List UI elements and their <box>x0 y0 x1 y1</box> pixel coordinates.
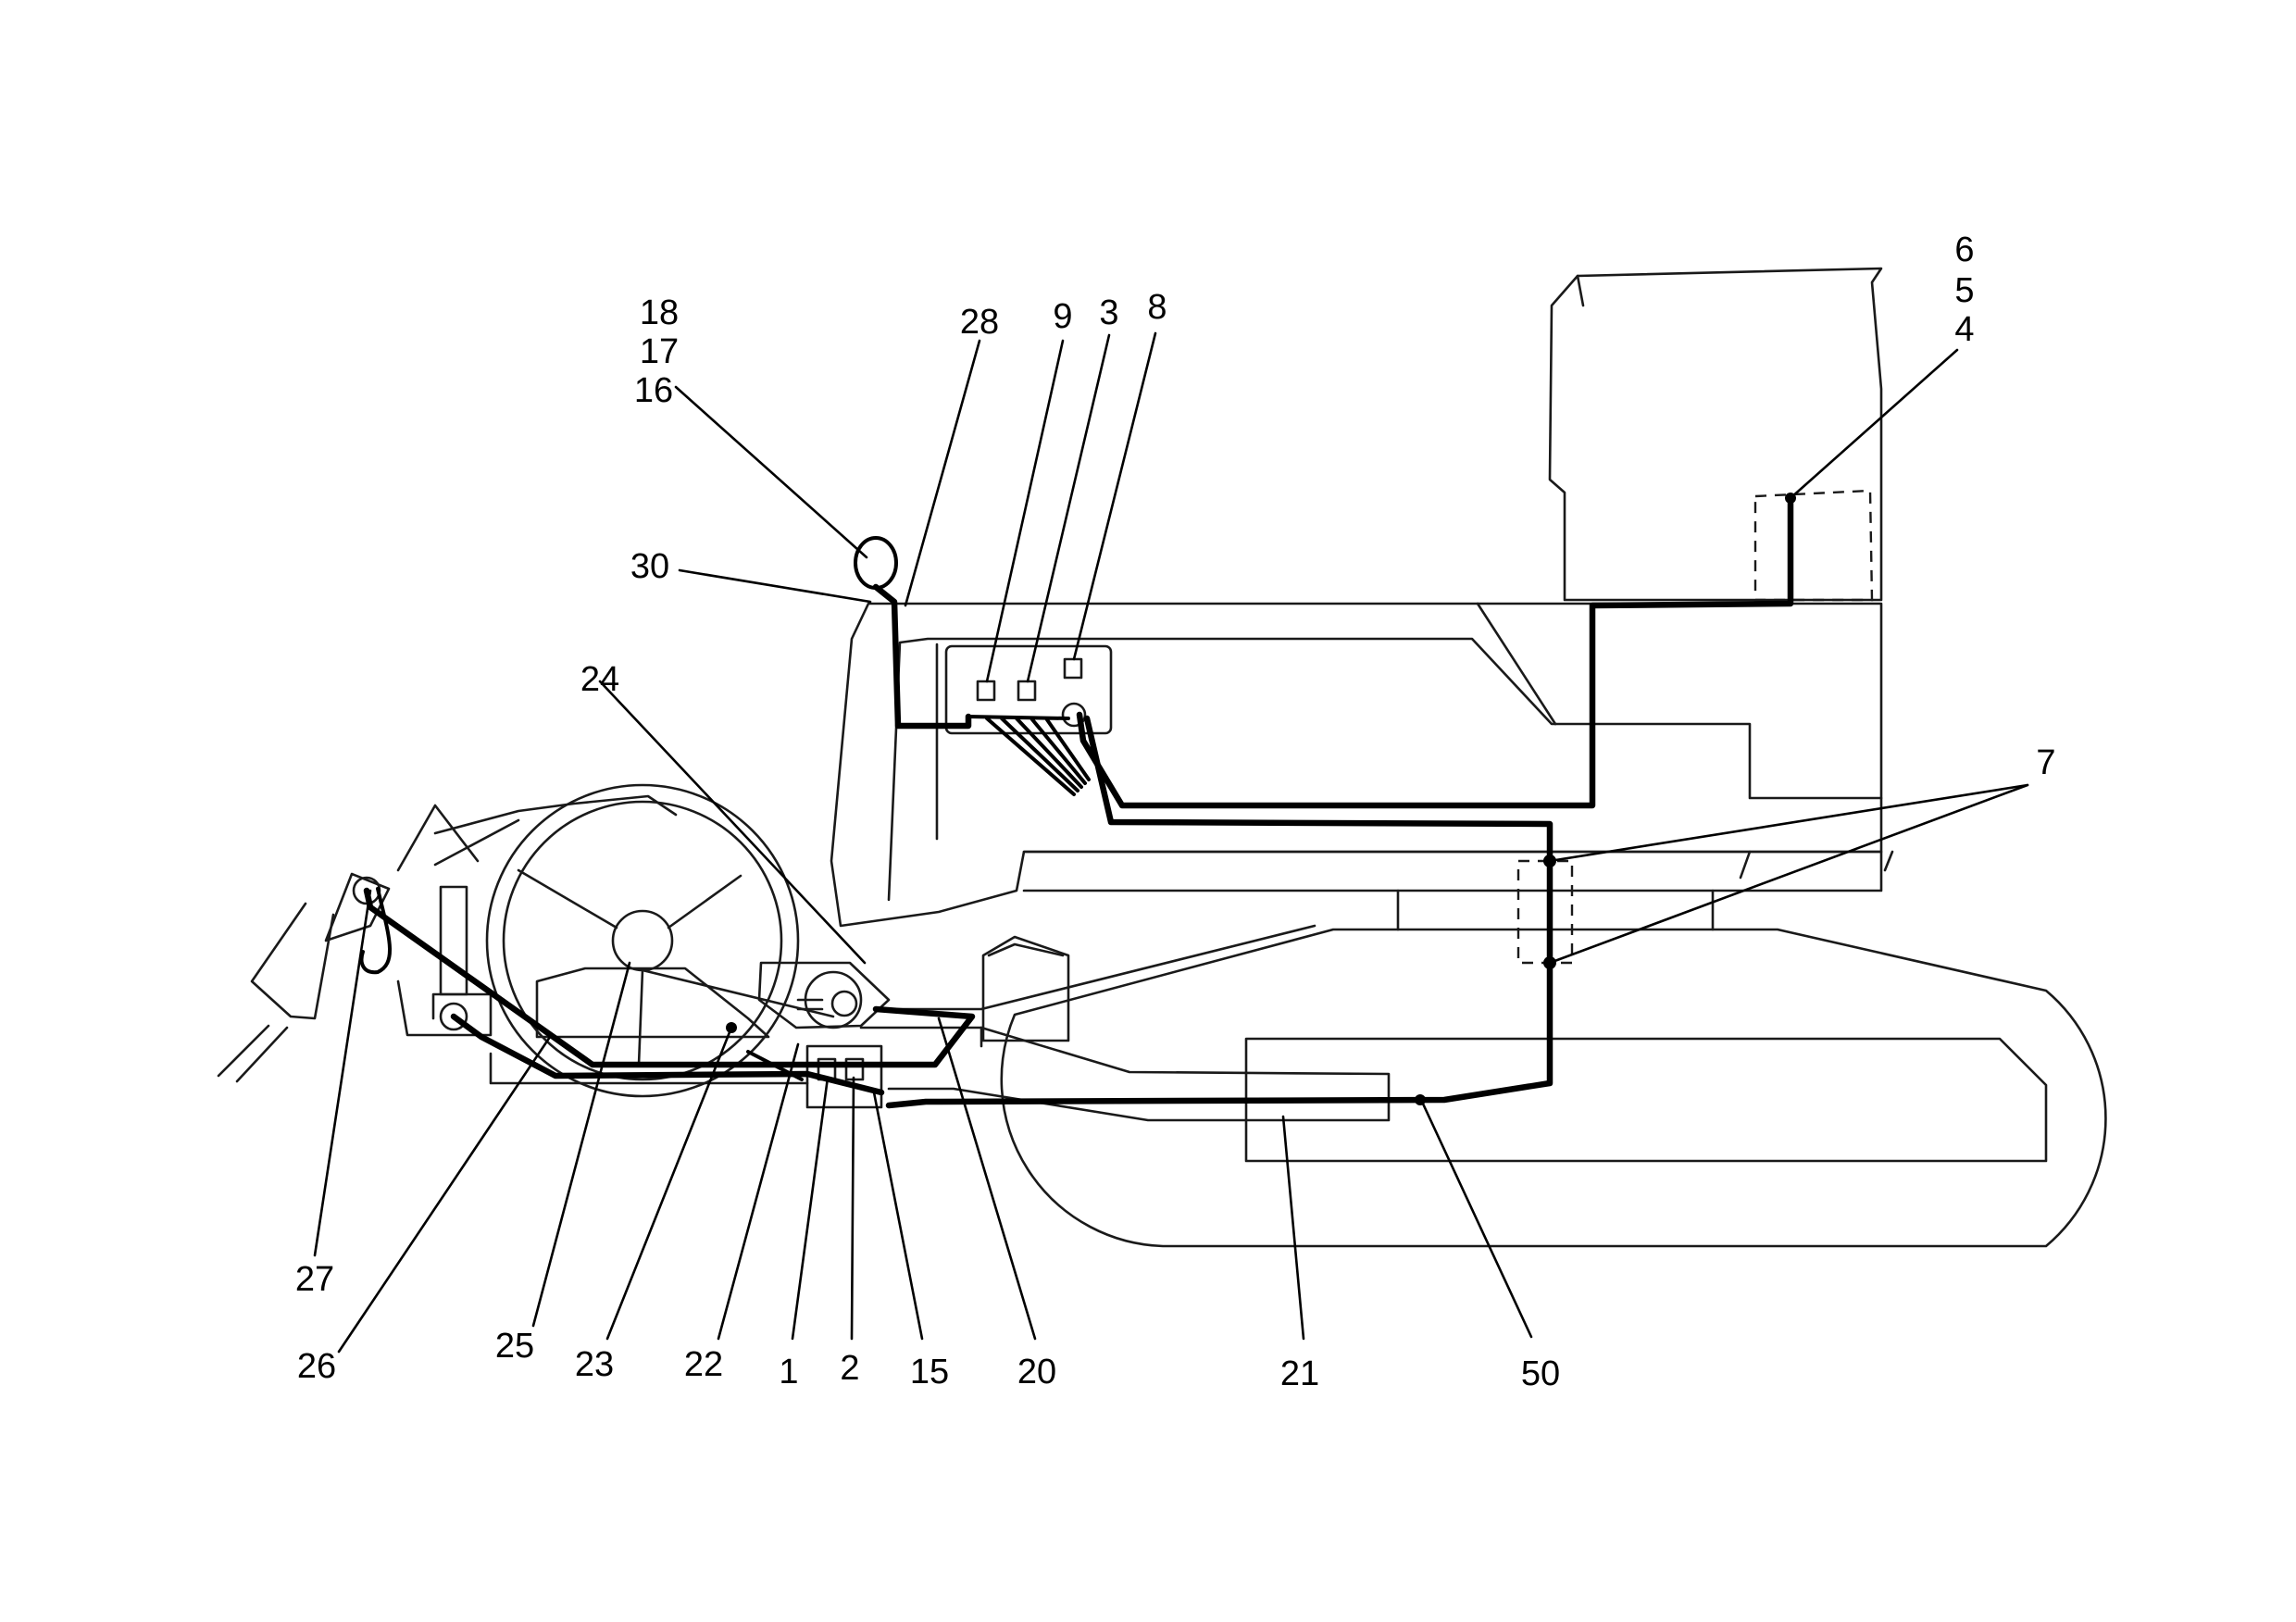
callout-16: 16 <box>634 371 673 410</box>
callout-4: 4 <box>1954 310 1974 349</box>
callout-23: 23 <box>575 1345 614 1384</box>
branch-wire <box>746 1050 804 1081</box>
callout-25: 25 <box>495 1327 534 1366</box>
callout-26: 26 <box>297 1347 336 1386</box>
callout-8: 8 <box>1147 288 1167 327</box>
lower-harness <box>450 1013 885 1096</box>
cab-electrical-box <box>1753 489 1874 602</box>
callout-27: 27 <box>295 1260 334 1299</box>
callout-2: 2 <box>840 1349 859 1388</box>
callout-17: 17 <box>640 332 679 371</box>
callout-22: 22 <box>684 1345 723 1384</box>
callout-24: 24 <box>580 660 619 699</box>
connector-guard <box>1516 859 1574 965</box>
frame-rails <box>489 924 1391 1122</box>
callout-1: 1 <box>779 1353 798 1391</box>
callout-7: 7 <box>2036 743 2055 782</box>
front-harness <box>363 887 976 1068</box>
wiring-harness <box>359 493 1796 1109</box>
machine-outline <box>217 267 2107 1248</box>
panel-fan-out <box>967 715 1091 796</box>
callout-6: 6 <box>1954 231 1974 269</box>
callout-9: 9 <box>1053 297 1072 336</box>
main-harness <box>1076 494 1794 809</box>
mirror-lamp-wire <box>872 583 972 730</box>
trunk-harness <box>885 715 1554 1109</box>
callout-20: 20 <box>1017 1353 1056 1391</box>
loop-wire <box>359 887 392 975</box>
leader-lines <box>313 331 2029 1354</box>
callout-21: 21 <box>1280 1354 1319 1393</box>
callout-15: 15 <box>910 1353 949 1391</box>
callout-30: 30 <box>630 547 669 586</box>
engine-hood <box>830 602 1894 928</box>
crawler-track <box>1000 928 2107 1248</box>
callout-28: 28 <box>960 303 999 342</box>
operator-cab <box>1548 267 1883 602</box>
work-lamp <box>854 536 898 590</box>
callout-3: 3 <box>1099 293 1118 332</box>
callout-5: 5 <box>1954 271 1974 310</box>
front-attachment <box>217 783 891 1098</box>
callout-18: 18 <box>640 293 679 332</box>
callout-labels: 18 17 16 30 28 9 3 8 6 5 4 7 24 27 26 25… <box>295 231 2056 1393</box>
callout-50: 50 <box>1521 1354 1560 1393</box>
